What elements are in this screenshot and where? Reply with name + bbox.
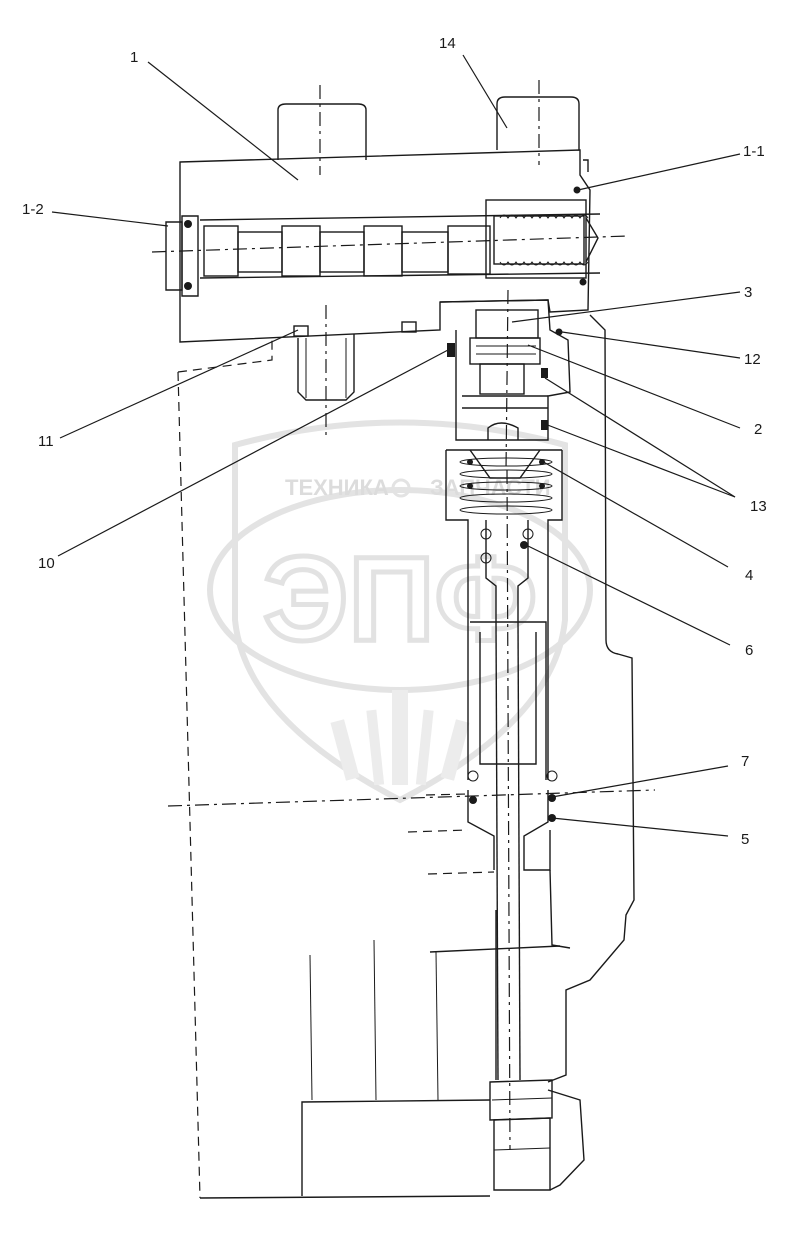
callout-5: 5 [741, 831, 749, 848]
spring-lower [499, 261, 589, 266]
right-solenoid-cap [496, 80, 580, 165]
seal-13b [541, 420, 548, 430]
watermark-monogram: ЭПФ [263, 532, 537, 666]
callout-12: 12 [744, 351, 761, 368]
leader-2 [527, 344, 741, 429]
spring-upper [499, 214, 589, 219]
spool-assembly [151, 186, 629, 297]
spool-centerline [151, 235, 629, 253]
seal-10 [447, 343, 455, 357]
watermark-shield [232, 419, 568, 804]
leader-13a [544, 377, 736, 498]
ball-6 [520, 541, 528, 549]
callout-11: 11 [38, 433, 54, 450]
leader-7 [551, 765, 729, 798]
leader-11 [59, 329, 299, 439]
left-solenoid-cap [277, 85, 367, 175]
seal-13a [541, 368, 548, 378]
pilot-stack [407, 289, 571, 1191]
leader-12 [561, 331, 741, 359]
leader-lines [51, 54, 741, 837]
leader-1-1 [577, 153, 741, 191]
leader-14 [462, 54, 508, 129]
callout-13: 13 [750, 498, 767, 515]
leader-6 [525, 544, 731, 646]
oring-right [579, 278, 587, 286]
callout-2: 2 [754, 421, 762, 438]
leader-5 [551, 817, 729, 837]
callout-4: 4 [745, 567, 753, 584]
callout-14: 14 [439, 35, 456, 52]
callouts: 1 14 1-1 1-2 3 12 2 11 13 10 4 6 7 5 [22, 35, 767, 848]
main-housing [167, 314, 656, 1199]
callout-3: 3 [744, 284, 752, 301]
gear-icon [391, 478, 411, 498]
leader-1 [147, 61, 299, 181]
callout-10: 10 [38, 555, 55, 572]
leader-4 [539, 459, 729, 568]
spring-4 [459, 457, 553, 515]
seal-7 [469, 796, 477, 804]
seal-right [401, 321, 417, 333]
callout-1-2: 1-2 [22, 201, 44, 218]
wheat-icon [330, 690, 470, 786]
oring-12 [555, 328, 563, 336]
leader-10 [57, 349, 449, 557]
watermark-brand-left: ТЕХНИКА [285, 475, 389, 500]
callout-1: 1 [130, 49, 138, 66]
watermark: ТЕХНИКА ЗАПЧАСТИ ЭПФ [207, 419, 593, 804]
oring-left-top [184, 220, 192, 228]
leader-3 [511, 291, 741, 323]
oring-left-bottom [184, 282, 192, 290]
callout-7: 7 [741, 753, 749, 770]
leader-1-2 [51, 211, 169, 227]
watermark-brand-right: ЗАПЧАСТИ [430, 475, 551, 500]
callout-6: 6 [745, 642, 753, 659]
upper-valve-block [179, 149, 591, 343]
callout-1-1: 1-1 [743, 143, 765, 160]
plunger-3 [475, 309, 539, 339]
bottom-plug [293, 305, 417, 440]
oring-1-1 [573, 186, 581, 194]
leader-13b [544, 423, 736, 498]
seal-7b [548, 794, 556, 802]
seal-11 [293, 325, 309, 337]
